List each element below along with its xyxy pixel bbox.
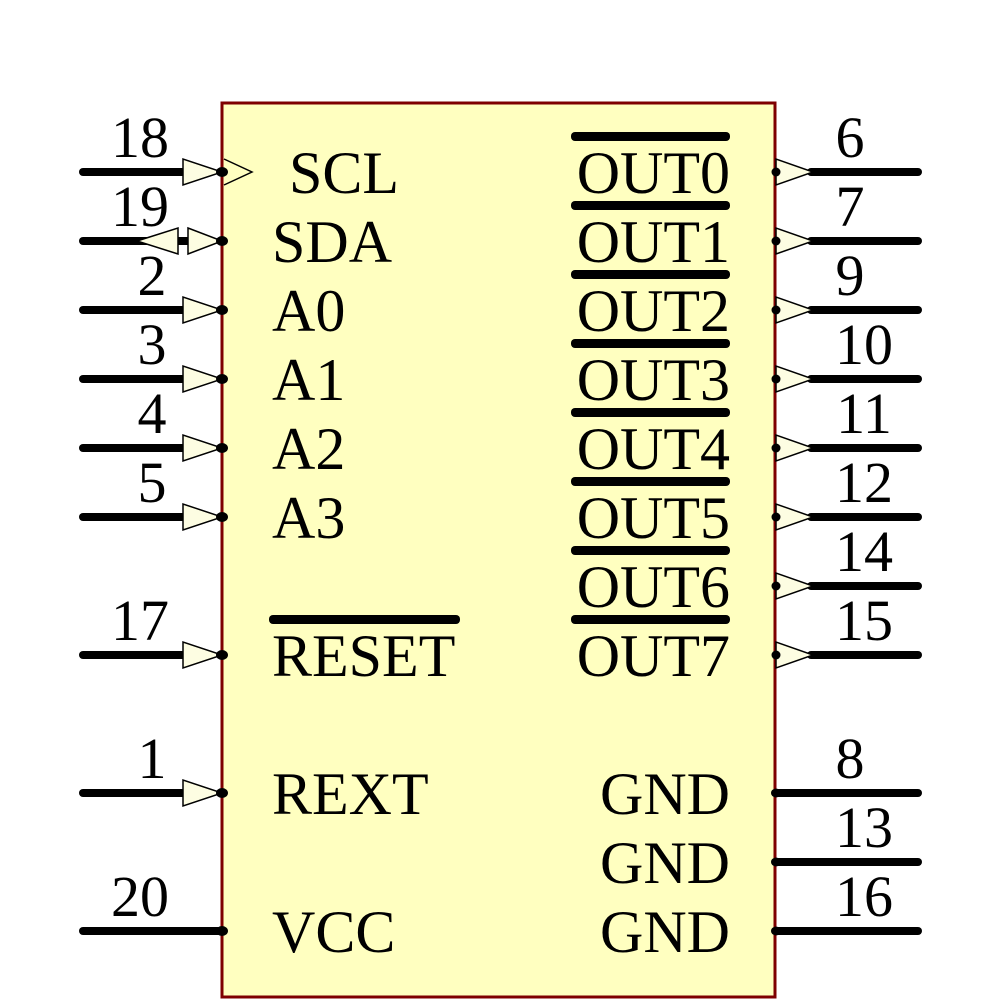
pin-label-out7-15: OUT7 [576,623,730,689]
pin-number-11: 11 [836,381,892,446]
pin-junction-dot [216,443,228,453]
pin-junction-dot [216,167,228,177]
pin-number-4: 4 [137,381,167,446]
pin-label-scl-18: SCL [289,140,400,206]
pin-label-gnd-13: GND [600,830,730,896]
pin-junction-dot [771,788,781,798]
pin-junction-dot [216,236,228,246]
active-low-overline [571,546,730,555]
active-low-overline [571,339,730,348]
pin-number-8: 8 [835,726,865,791]
input-arrow-icon [182,778,225,808]
pin-number-17: 17 [111,588,169,653]
pin-label-out5-12: OUT5 [576,485,730,551]
pin-number-14: 14 [835,519,893,584]
pin-label-out1-7: OUT1 [576,209,730,275]
pin-number-10: 10 [835,312,893,377]
input-arrow-icon [182,502,225,532]
pin-label-out2-9: OUT2 [576,278,730,344]
pin-junction-dot [771,167,781,177]
pin-label-rext-1: REXT [272,761,429,827]
input-arrow-icon [182,433,225,463]
pin-junction-dot [771,581,781,591]
pin-junction-dot [216,788,228,798]
pin-junction-dot [216,374,228,384]
pin-junction-dot [771,926,781,936]
pin-number-5: 5 [137,450,167,515]
pin-junction-dot [771,305,781,315]
pin-label-out0-6: OUT0 [576,140,730,206]
pin-junction-dot [771,650,781,660]
pin-number-6: 6 [835,105,865,170]
pin-number-12: 12 [835,450,893,515]
pin-label-gnd-8: GND [600,761,730,827]
input-arrow-icon [182,364,225,394]
active-low-overline [269,615,460,624]
input-arrow-icon [182,157,225,187]
pin-junction-dot [216,305,228,315]
pin-number-18: 18 [111,105,169,170]
pin-number-15: 15 [835,588,893,653]
pin-junction-dot [216,512,228,522]
pin-label-out6-14: OUT6 [576,554,730,620]
bidir-arrow-left-icon [134,226,179,256]
pin-label-a2-4: A2 [272,416,346,482]
pin-junction-dot [771,236,781,246]
pin-number-19: 19 [111,174,169,239]
pin-number-3: 3 [137,312,167,377]
bidir-arrow-right-icon [187,226,225,256]
pin-label-gnd-16: GND [600,899,730,965]
pin-junction-dot [771,512,781,522]
active-low-overline [571,270,730,279]
pin-number-20: 20 [111,864,169,929]
pin-number-13: 13 [835,795,893,860]
active-low-overline [571,132,730,141]
active-low-overline [571,615,730,624]
pin-label-a1-3: A1 [272,347,346,413]
pin-number-1: 1 [137,726,167,791]
pin-label-out3-10: OUT3 [576,347,730,413]
pin-label-a3-5: A3 [272,485,346,551]
pin-number-7: 7 [835,174,865,239]
active-low-overline [571,477,730,486]
pin-junction-dot [771,857,781,867]
input-arrow-icon [182,640,225,670]
pin-label-a0-2: A0 [272,278,346,344]
input-arrow-icon [182,295,225,325]
pin-junction-dot [216,926,228,936]
pin-label-sda-19: SDA [272,209,393,275]
pin-junction-dot [216,650,228,660]
pin-label-vcc-20: VCC [272,899,396,965]
pin-number-16: 16 [835,864,893,929]
pin-number-2: 2 [137,243,167,308]
pin-label-out4-11: OUT4 [576,416,730,482]
pin-number-9: 9 [835,243,865,308]
active-low-overline [571,201,730,210]
pin-label-reset-17: RESET [272,623,456,689]
active-low-overline [571,408,730,417]
pin-junction-dot [771,443,781,453]
pin-junction-dot [771,374,781,384]
clock-marker-icon [223,158,254,186]
